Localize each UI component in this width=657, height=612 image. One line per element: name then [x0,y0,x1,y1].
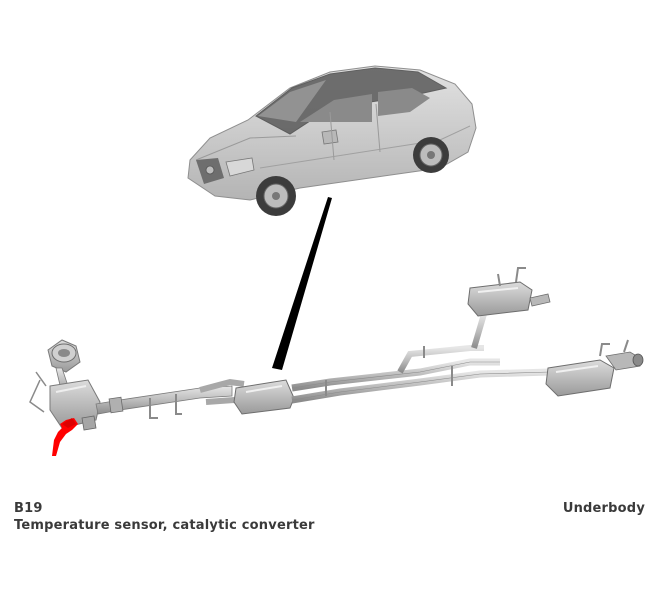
car-illustration [187,65,477,216]
pointer-line [272,197,332,370]
component-location: Underbody [562,501,645,516]
exhaust-system-illustration [29,267,644,431]
component-description: Temperature sensor, catalytic converter [14,518,315,533]
location-diagram [29,65,644,456]
component-code: B19 [14,501,43,516]
sensor-highlight-marker [52,418,78,456]
